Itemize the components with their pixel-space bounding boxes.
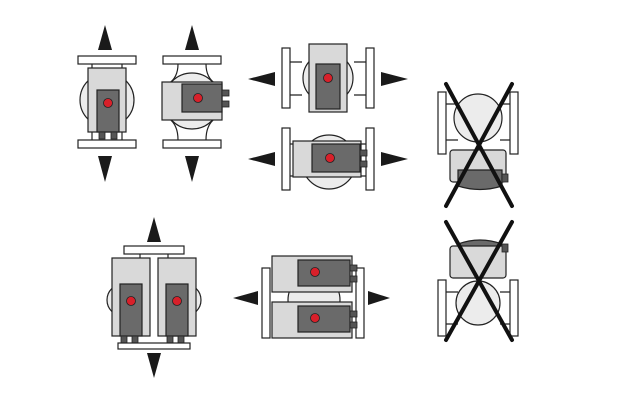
cable-gland bbox=[166, 335, 174, 344]
arrow-up-icon bbox=[98, 25, 112, 50]
cable-gland bbox=[131, 335, 139, 344]
arrow-right-icon bbox=[368, 291, 390, 305]
flange-bottom bbox=[77, 139, 137, 149]
flange-top bbox=[77, 55, 137, 65]
flange-bottom bbox=[117, 342, 191, 350]
pump-horizontal-front bbox=[248, 43, 408, 113]
flange-right bbox=[365, 127, 375, 191]
cable-gland bbox=[359, 149, 368, 157]
cable-gland bbox=[120, 335, 128, 344]
terminal-box-bottom bbox=[297, 305, 351, 333]
arrow-left-icon bbox=[248, 152, 275, 166]
cable-gland bbox=[98, 131, 106, 140]
flange-right bbox=[509, 91, 519, 155]
indicator-led-icon bbox=[126, 296, 136, 306]
cable-gland bbox=[349, 310, 358, 318]
indicator-led-icon bbox=[193, 93, 203, 103]
terminal-box-top bbox=[297, 259, 351, 287]
flange-left bbox=[437, 279, 447, 337]
flange-left bbox=[261, 267, 271, 339]
terminal-box bbox=[96, 89, 120, 133]
pump-vertical-front bbox=[77, 25, 137, 182]
cable-gland bbox=[349, 321, 358, 329]
flange-left bbox=[281, 127, 291, 191]
flange-bottom bbox=[162, 139, 222, 149]
flange-left bbox=[281, 47, 291, 109]
forbidden-motor-down bbox=[437, 82, 519, 208]
terminal-box bbox=[311, 143, 361, 173]
twin-pump-horizontal bbox=[233, 255, 390, 339]
terminal-box bbox=[315, 63, 341, 110]
twin-pump-vertical bbox=[106, 217, 202, 378]
forbidden-motor-up bbox=[437, 220, 519, 342]
terminal-box-left bbox=[119, 283, 143, 337]
indicator-led-icon bbox=[310, 313, 320, 323]
flange-top bbox=[123, 245, 185, 255]
flange-left bbox=[437, 91, 447, 155]
arrow-down-icon bbox=[185, 156, 199, 182]
arrow-right-icon bbox=[381, 72, 408, 86]
cable-gland bbox=[349, 275, 358, 283]
arrow-up-icon bbox=[185, 25, 199, 50]
flange-right bbox=[509, 279, 519, 337]
cable-gland bbox=[501, 243, 509, 253]
pump-horizontal-side bbox=[248, 127, 408, 191]
indicator-led-icon bbox=[103, 98, 113, 108]
indicator-led-icon bbox=[310, 267, 320, 277]
flange-right bbox=[365, 47, 375, 109]
terminal-box-right bbox=[165, 283, 189, 337]
forbidden-cross-icon bbox=[444, 220, 514, 342]
pump-vertical-side bbox=[161, 25, 230, 182]
indicator-led-icon bbox=[325, 153, 335, 163]
cable-gland bbox=[177, 335, 185, 344]
indicator-led-icon bbox=[172, 296, 182, 306]
arrow-right-icon bbox=[381, 152, 408, 166]
cable-gland bbox=[221, 89, 230, 97]
indicator-led-icon bbox=[323, 73, 333, 83]
arrow-left-icon bbox=[248, 72, 275, 86]
arrow-down-icon bbox=[98, 156, 112, 182]
forbidden-cross-icon bbox=[444, 82, 514, 208]
flange-right bbox=[355, 267, 365, 339]
cable-gland bbox=[359, 160, 368, 168]
flange-top bbox=[162, 55, 222, 65]
cable-gland bbox=[501, 173, 509, 183]
arrow-up-icon bbox=[147, 217, 161, 242]
cable-gland bbox=[221, 100, 230, 108]
cable-gland bbox=[349, 264, 358, 272]
cable-gland bbox=[110, 131, 118, 140]
arrow-left-icon bbox=[233, 291, 258, 305]
arrow-down-icon bbox=[147, 353, 161, 378]
